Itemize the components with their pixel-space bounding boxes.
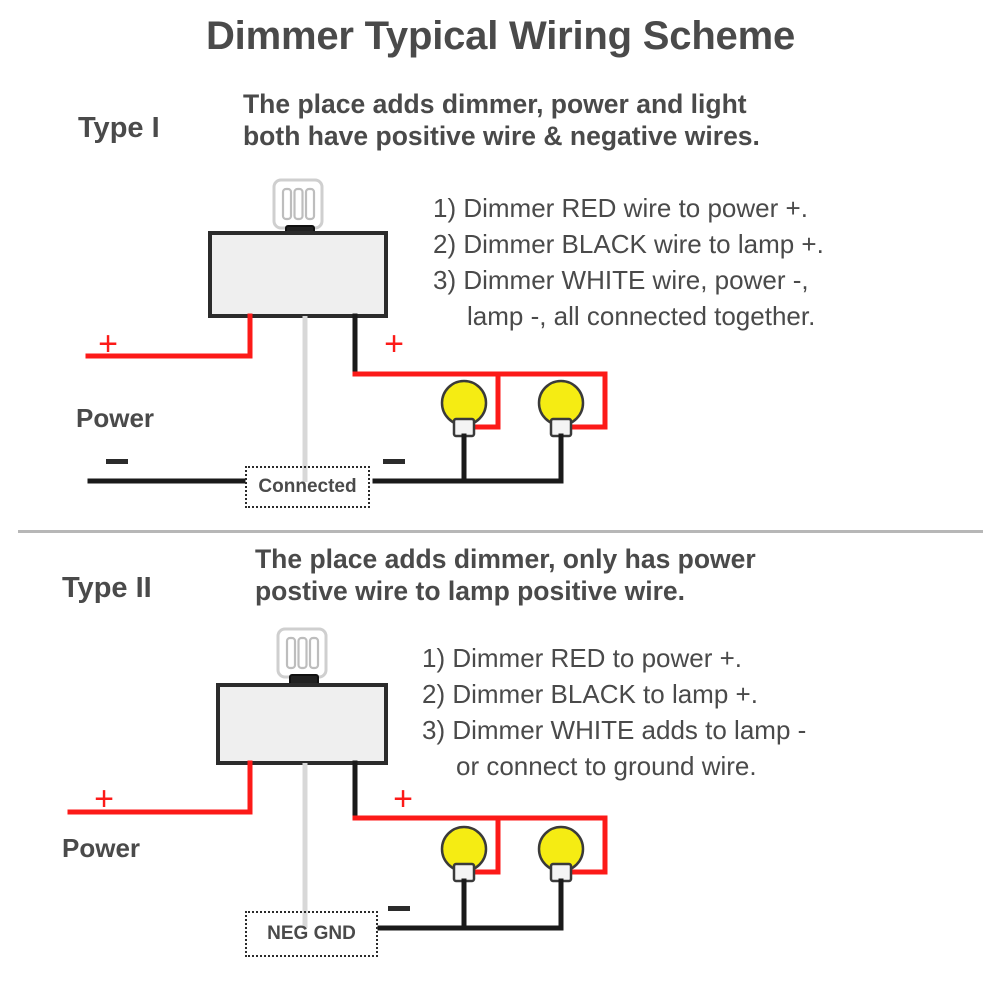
- type-2-power-label: Power: [62, 833, 141, 863]
- section-divider: [18, 530, 983, 533]
- connected-junction-label: Connected: [258, 476, 357, 497]
- type-2-steps: 1) Dimmer RED to power +. 2) Dimmer BLAC…: [422, 640, 806, 784]
- lamp2-positive-drop: [567, 815, 608, 875]
- connector-slot-icon: [293, 187, 304, 221]
- type1-connector-plug: [272, 178, 324, 237]
- type-2-headline-line-2: postive wire to lamp positive wire.: [255, 576, 686, 606]
- type-2-headline: The place adds dimmer, only has power po…: [255, 543, 756, 607]
- lamp-base-icon: [452, 862, 476, 883]
- connector-housing-icon: [276, 627, 328, 679]
- lamp-negative-symbol: [388, 906, 410, 911]
- power-negative-symbol: [106, 459, 128, 464]
- connector-base-icon: [285, 225, 315, 237]
- type-1-headline-line-1: The place adds dimmer, power and light: [243, 89, 747, 119]
- connector-base-icon: [289, 674, 319, 686]
- type-2-step-1: 1) Dimmer RED to power +.: [422, 643, 743, 673]
- type-1-step-2: 2) Dimmer BLACK wire to lamp +.: [433, 229, 824, 259]
- neg-gnd-junction-box: NEG GND: [245, 911, 378, 957]
- lamp-1: [440, 825, 488, 883]
- type-2-step-2: 2) Dimmer BLACK to lamp +.: [422, 679, 758, 709]
- type-1-steps: 1) Dimmer RED wire to power +. 2) Dimmer…: [433, 190, 824, 334]
- lamp-base-icon: [452, 417, 476, 438]
- lamp-base-icon: [549, 862, 573, 883]
- lamp-bulb-icon: [537, 379, 585, 427]
- type2-connector-plug: [276, 627, 328, 686]
- lamp-bulb-icon: [440, 825, 488, 873]
- lamp-bulb-icon: [537, 825, 585, 873]
- type-1-step-3: 3) Dimmer WHITE wire, power -,: [433, 265, 809, 295]
- type-2-label: Type II: [62, 572, 152, 604]
- connected-junction-box: Connected: [245, 466, 370, 508]
- lamp1-positive-drop: [469, 371, 501, 430]
- lamp1-positive-drop: [469, 815, 501, 875]
- connector-slot-icon: [297, 636, 308, 670]
- lamp-negative-symbol: [383, 459, 405, 464]
- type-1-headline-line-2: both have positive wire & negative wires…: [243, 121, 760, 151]
- lamp-2: [537, 825, 585, 883]
- connector-housing-icon: [272, 178, 324, 230]
- lamp-bulb-icon: [440, 379, 488, 427]
- neg-gnd-junction-label: NEG GND: [267, 923, 356, 944]
- lamp-1: [440, 379, 488, 438]
- dimmer-module: [208, 231, 388, 318]
- dimmer-module: [216, 683, 388, 765]
- type-2-headline-line-1: The place adds dimmer, only has power: [255, 544, 756, 574]
- type-1-step-3-continued: lamp -, all connected together.: [467, 301, 816, 331]
- type-1-headline: The place adds dimmer, power and light b…: [243, 88, 760, 152]
- connector-slot-icon: [281, 187, 293, 221]
- type-1-power-label: Power: [76, 403, 155, 433]
- connector-slot-icon: [308, 636, 320, 670]
- connector-slot-icon: [304, 187, 316, 221]
- lamp-2: [537, 379, 585, 438]
- dimmer-red-lead-to-power-positive: [85, 313, 253, 359]
- page-title: Dimmer Typical Wiring Scheme: [205, 14, 796, 58]
- lamp2-positive-drop: [567, 371, 608, 430]
- connector-slot-icon: [285, 636, 297, 670]
- type-2-step-3: 3) Dimmer WHITE adds to lamp -: [422, 715, 807, 745]
- lamp-positive-symbol: +: [384, 325, 404, 363]
- lamp-positive-symbol: +: [393, 780, 413, 818]
- dimmer-red-lead-to-power-positive: [67, 760, 253, 815]
- lamp-base-icon: [549, 417, 573, 438]
- type-1-label: Type I: [78, 112, 160, 144]
- type-2-step-3-continued: or connect to ground wire.: [456, 751, 757, 781]
- type-1-step-1: 1) Dimmer RED wire to power +.: [433, 193, 808, 223]
- power-positive-symbol: +: [98, 325, 118, 363]
- power-positive-symbol: +: [94, 780, 114, 818]
